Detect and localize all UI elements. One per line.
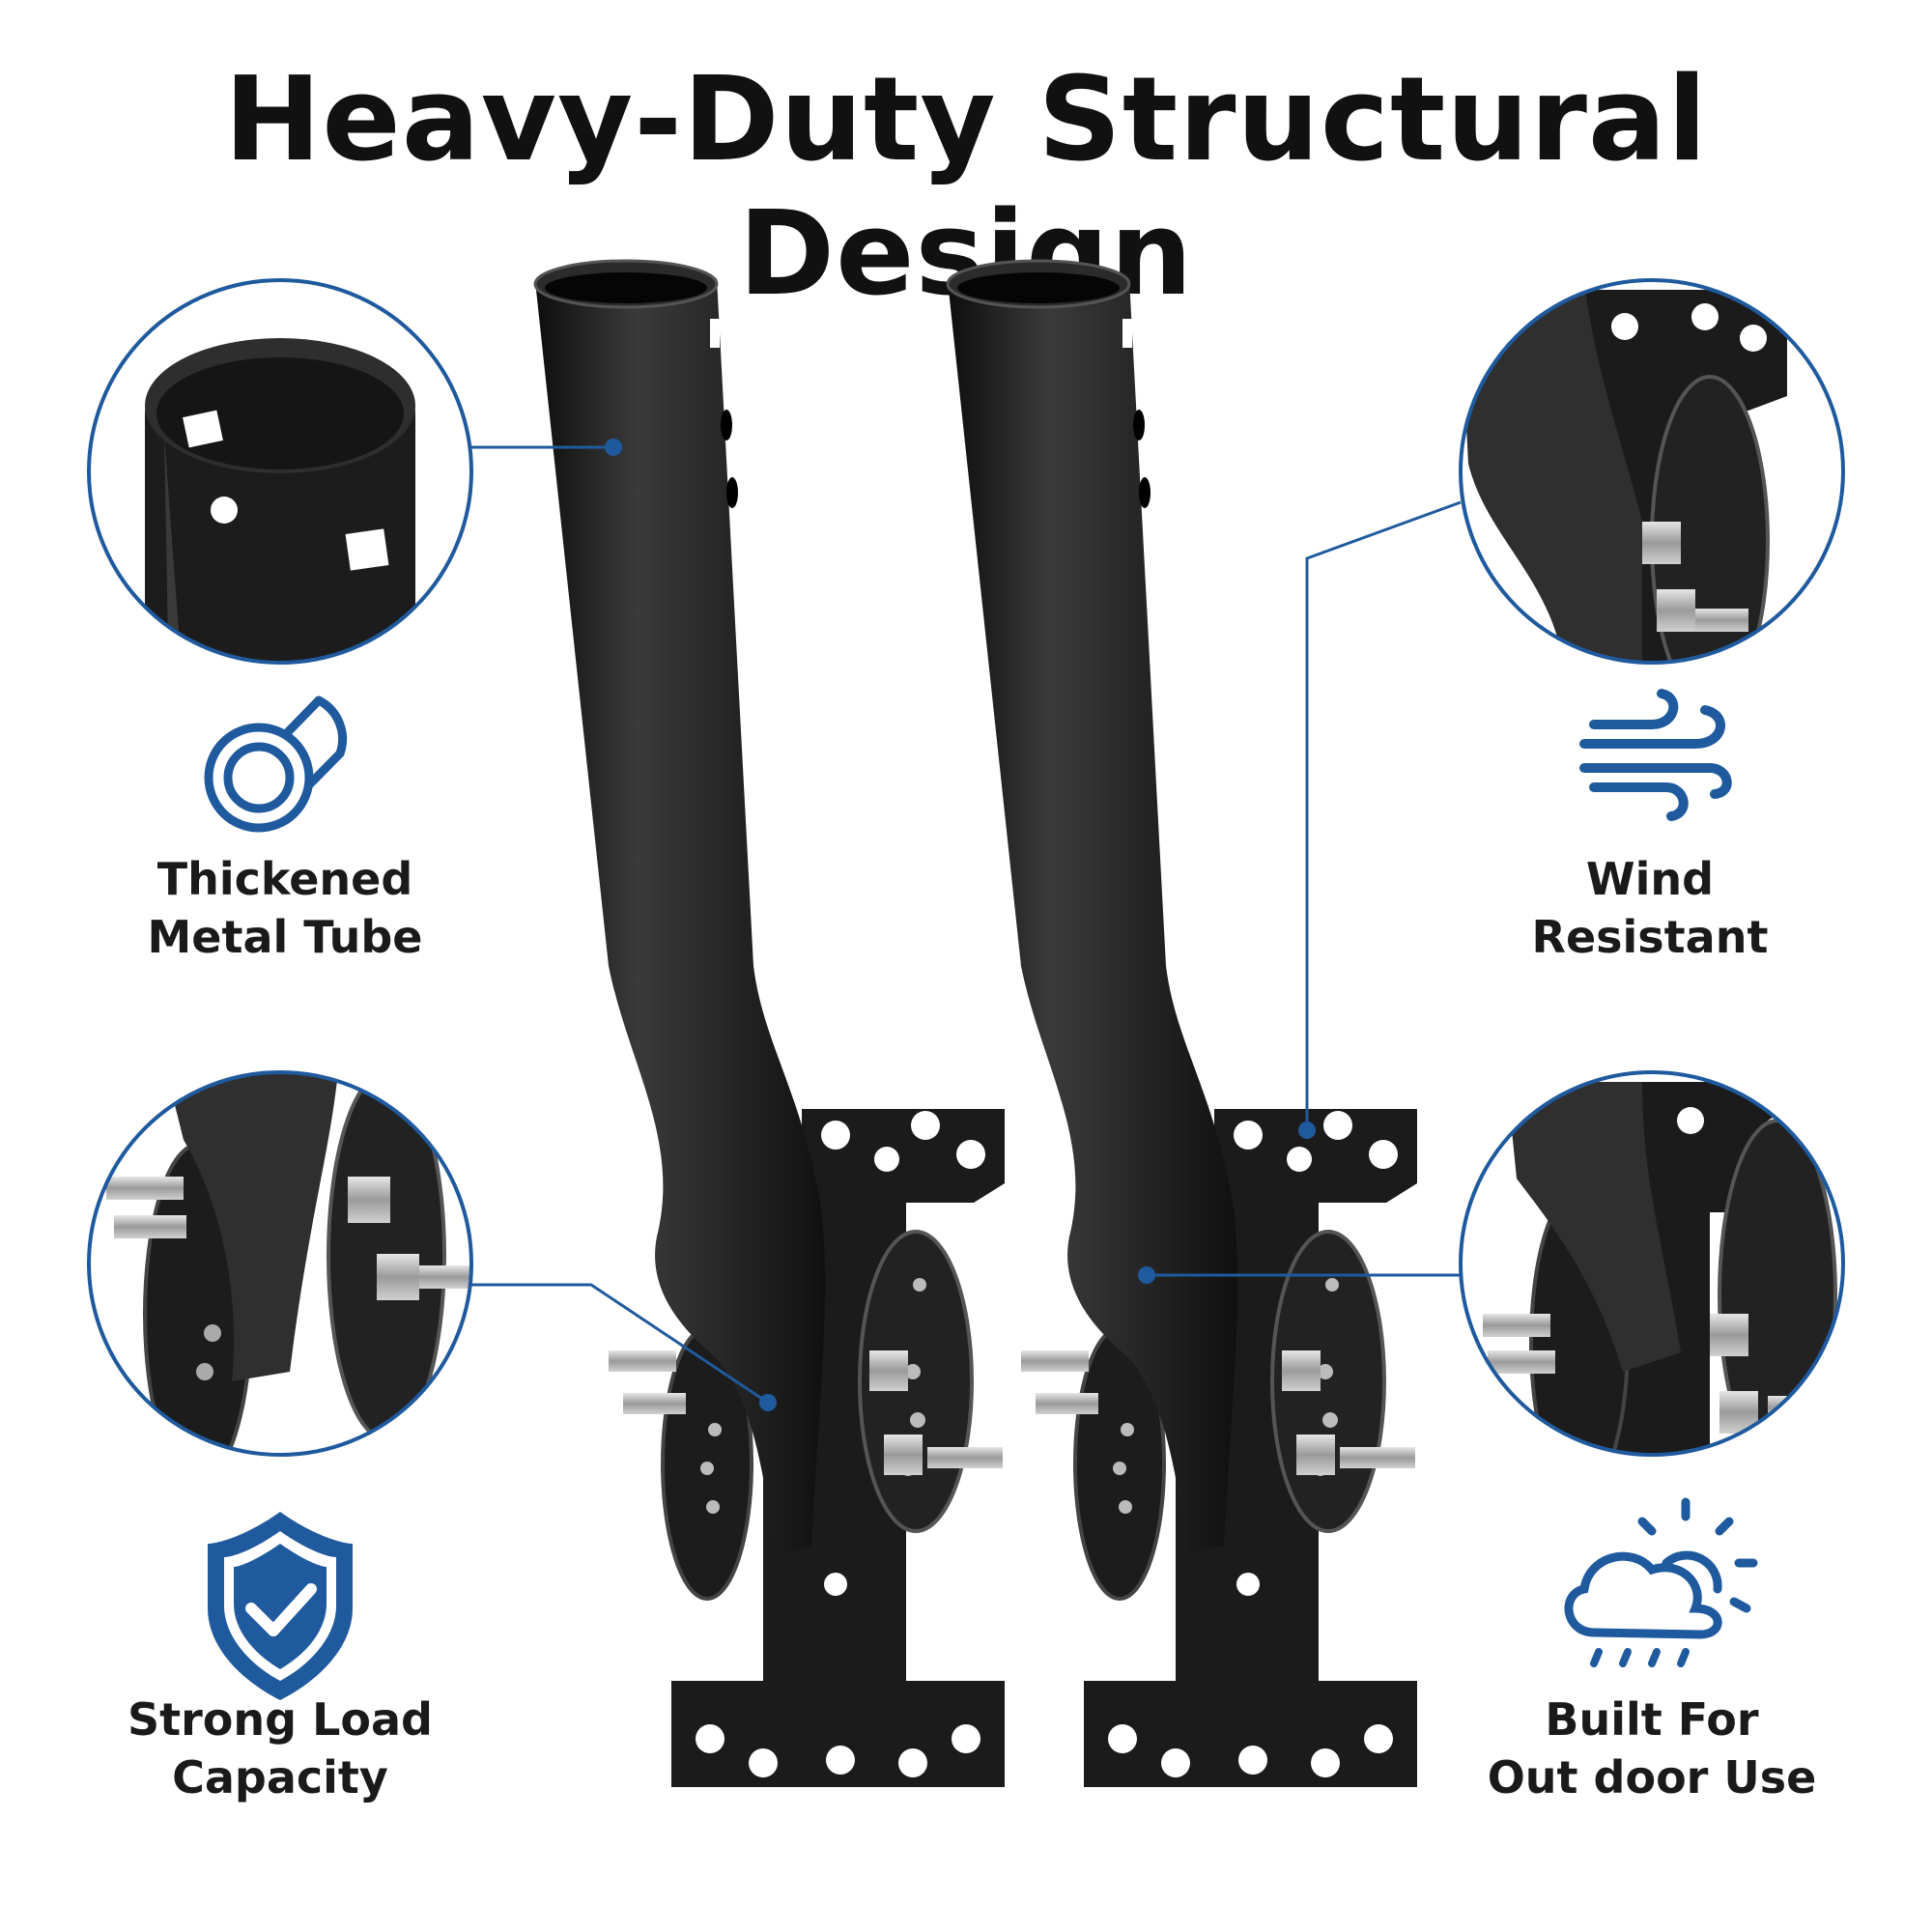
feature-line1: Built For [1545, 1693, 1759, 1746]
zoom-plate-detail [1459, 278, 1845, 665]
weather-icon [1564, 1497, 1758, 1667]
zoom-bend-detail [87, 1070, 473, 1457]
feature-line1: Strong Load [128, 1693, 433, 1746]
feature-line2: Out door Use [1487, 1751, 1817, 1804]
mount-right [946, 259, 1417, 1787]
callout-dots [605, 439, 1316, 1411]
wind-icon [1579, 689, 1732, 821]
tube-icon [204, 696, 348, 833]
feature-line2: Capacity [172, 1751, 388, 1804]
callout-lines [471, 445, 1462, 1405]
shield-check-icon [208, 1512, 353, 1700]
feature-line2: Metal Tube [147, 911, 423, 963]
feature-label-wind: Wind Resistant [1447, 850, 1853, 966]
zoom-tube-opening [87, 278, 473, 665]
feature-label-outdoor: Built For Out door Use [1449, 1690, 1855, 1806]
feature-line2: Resistant [1531, 911, 1769, 963]
mount-left [533, 259, 1005, 1787]
feature-line1: Wind [1585, 853, 1715, 905]
zoom-lower-detail [1459, 1070, 1845, 1457]
feature-line1: Thickened [156, 853, 413, 905]
feature-label-load: Strong Load Capacity [77, 1690, 483, 1806]
page-title: Heavy-Duty Structural Design [223, 53, 1709, 322]
feature-label-tube: Thickened Metal Tube [82, 850, 488, 966]
